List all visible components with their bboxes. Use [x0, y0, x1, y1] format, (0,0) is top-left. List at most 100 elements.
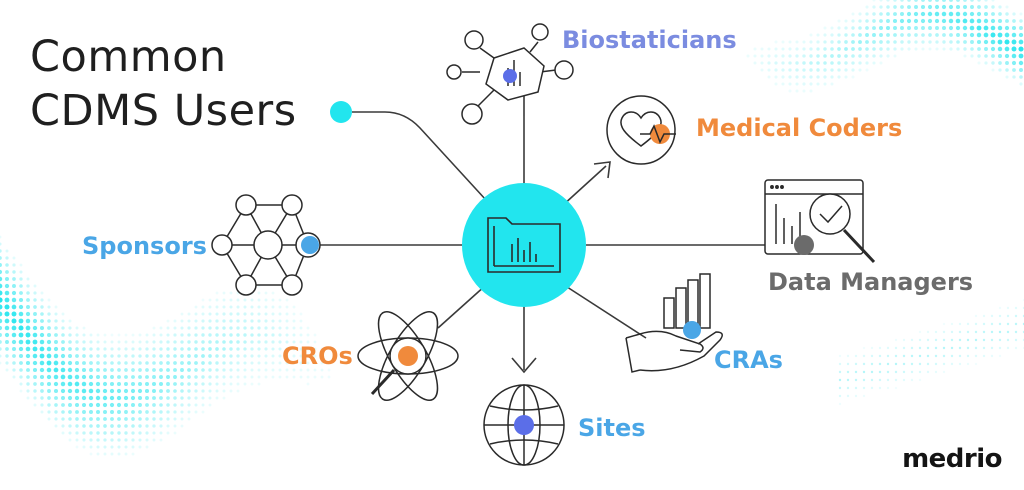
bg-dot	[870, 362, 874, 366]
bg-dot	[215, 396, 219, 400]
bg-dot	[0, 325, 3, 331]
bg-dot	[966, 354, 970, 358]
bg-dot	[278, 347, 282, 351]
bg-dot	[131, 410, 135, 414]
bg-dot	[39, 374, 45, 380]
bg-dot	[201, 389, 205, 393]
bg-dot	[96, 333, 100, 337]
bg-dot	[788, 89, 792, 93]
bg-dot	[131, 403, 135, 407]
bg-dot	[816, 68, 820, 72]
bg-dot	[54, 333, 58, 337]
connector-medical-coders	[561, 165, 607, 207]
bg-dot	[858, 68, 862, 72]
bg-dot	[894, 370, 898, 374]
bg-dot	[900, 40, 904, 44]
bg-dot	[201, 403, 205, 407]
bg-dot	[285, 333, 289, 337]
bg-dot	[25, 332, 31, 338]
bg-dot	[208, 375, 212, 379]
bg-dot	[802, 47, 806, 51]
bg-dot	[201, 347, 205, 351]
bg-dot	[299, 354, 303, 358]
bg-dot	[19, 389, 23, 393]
bg-dot	[1014, 306, 1018, 310]
bg-dot	[89, 354, 93, 358]
bg-dot	[74, 360, 80, 366]
bg-dot	[159, 333, 163, 337]
bg-dot	[11, 325, 17, 331]
bg-dot	[313, 375, 317, 379]
bg-dot	[173, 424, 177, 428]
bg-dot	[271, 291, 275, 295]
bg-dot	[89, 417, 93, 421]
bg-dot	[19, 361, 23, 365]
bg-dot	[215, 361, 219, 365]
bg-dot	[920, 18, 926, 24]
bg-dot	[969, 11, 975, 17]
bg-dot	[18, 346, 24, 352]
bg-dot	[851, 54, 855, 58]
bg-dot	[250, 361, 254, 365]
bg-dot	[838, 378, 842, 382]
bg-dot	[963, 54, 967, 58]
label-biostaticians: Biostaticians	[562, 26, 737, 54]
bg-dot	[974, 362, 978, 366]
bg-dot	[865, 54, 869, 58]
bg-dot	[32, 318, 38, 324]
bg-dot	[208, 298, 212, 302]
label-sponsors: Sponsors	[82, 232, 207, 260]
bg-dot	[11, 297, 17, 303]
bg-dot	[159, 347, 163, 351]
bg-dot	[753, 61, 757, 65]
bg-dot	[61, 403, 65, 407]
bg-dot	[934, 18, 940, 24]
bg-dot	[837, 40, 841, 44]
bg-dot	[872, 5, 876, 9]
bg-dot	[935, 26, 939, 30]
bg-dot	[124, 452, 128, 456]
bg-dot	[173, 340, 177, 344]
bg-dot	[152, 410, 156, 414]
bg-dot	[878, 354, 882, 358]
bg-dot	[984, 5, 988, 9]
bg-dot	[243, 375, 247, 379]
bg-dot	[926, 330, 930, 334]
bg-dot	[138, 368, 142, 372]
bg-dot	[865, 19, 869, 23]
bg-dot	[306, 375, 310, 379]
bg-dot	[0, 347, 2, 351]
bg-dot	[823, 40, 827, 44]
bg-dot	[229, 305, 233, 309]
bg-dot	[68, 403, 72, 407]
bg-dot	[767, 61, 771, 65]
bg-dot	[948, 18, 954, 24]
bg-dot	[152, 396, 156, 400]
bg-dot	[103, 361, 107, 365]
bg-dot	[0, 290, 3, 296]
bg-dot	[278, 298, 282, 302]
bg-dot	[926, 346, 930, 350]
bg-dot	[984, 61, 988, 65]
bg-dot	[229, 347, 233, 351]
bg-dot	[966, 362, 970, 366]
bg-dot	[910, 338, 914, 342]
bg-dot	[0, 361, 2, 365]
bg-dot	[180, 326, 184, 330]
bg-dot	[110, 452, 114, 456]
bg-dot	[942, 0, 946, 2]
bg-dot	[60, 388, 66, 394]
bg-dot	[991, 54, 995, 58]
bg-dot	[222, 347, 226, 351]
bg-dot	[942, 370, 946, 374]
bg-dot	[222, 354, 226, 358]
bg-dot	[96, 445, 100, 449]
bg-dot	[95, 388, 101, 394]
bg-dot	[910, 354, 914, 358]
bg-dot	[879, 19, 883, 23]
bg-dot	[962, 32, 968, 38]
bg-dot	[858, 47, 862, 51]
bg-dot	[902, 346, 906, 350]
bg-dot	[116, 388, 122, 394]
bg-dot	[130, 388, 136, 394]
